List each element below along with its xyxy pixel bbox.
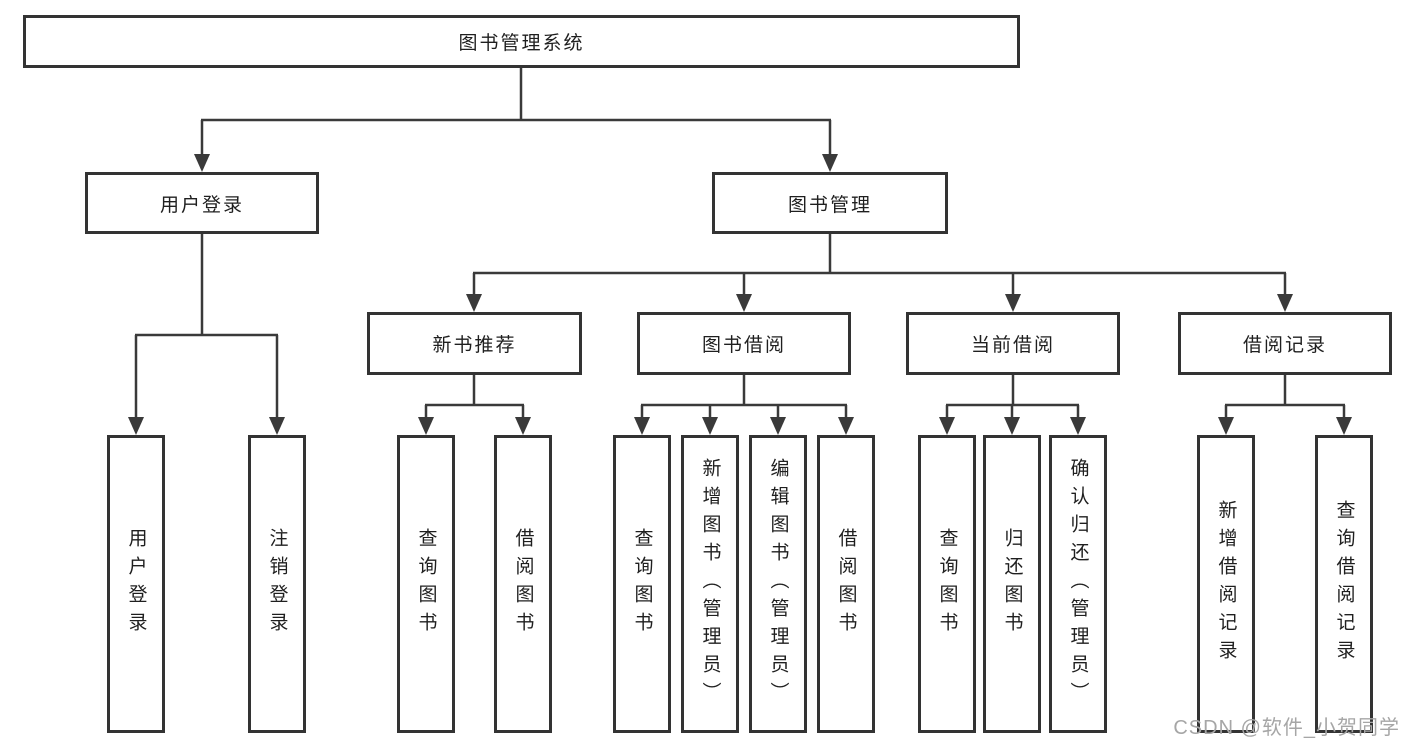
leaf-confirm-return-admin: 确认归还（管理员）	[1049, 435, 1107, 733]
leaf-logout: 注销登录	[248, 435, 306, 733]
leaf-return-books: 归还图书	[983, 435, 1041, 733]
leaf-query-books-recommend: 查询图书	[397, 435, 455, 733]
leaf-borrow-books: 借阅图书	[817, 435, 875, 733]
leaf-user-login: 用户登录	[107, 435, 165, 733]
leaf-add-borrow-record: 新增借阅记录	[1197, 435, 1255, 733]
leaf-borrow-books-recommend: 借阅图书	[494, 435, 552, 733]
node-current-borrow: 当前借阅	[906, 312, 1120, 375]
node-book-borrow: 图书借阅	[637, 312, 851, 375]
leaf-add-books-admin: 新增图书（管理员）	[681, 435, 739, 733]
leaf-edit-books-admin: 编辑图书（管理员）	[749, 435, 807, 733]
leaf-query-books-borrow: 查询图书	[613, 435, 671, 733]
leaf-query-borrow-record: 查询借阅记录	[1315, 435, 1373, 733]
node-user-login: 用户登录	[85, 172, 319, 234]
leaf-query-books-current: 查询图书	[918, 435, 976, 733]
csdn-watermark: CSDN @软件_小贺同学	[1173, 717, 1400, 739]
node-book-management: 图书管理	[712, 172, 948, 234]
node-new-book-recommend: 新书推荐	[367, 312, 582, 375]
node-borrow-records: 借阅记录	[1178, 312, 1392, 375]
root-node-library-system: 图书管理系统	[23, 15, 1020, 68]
